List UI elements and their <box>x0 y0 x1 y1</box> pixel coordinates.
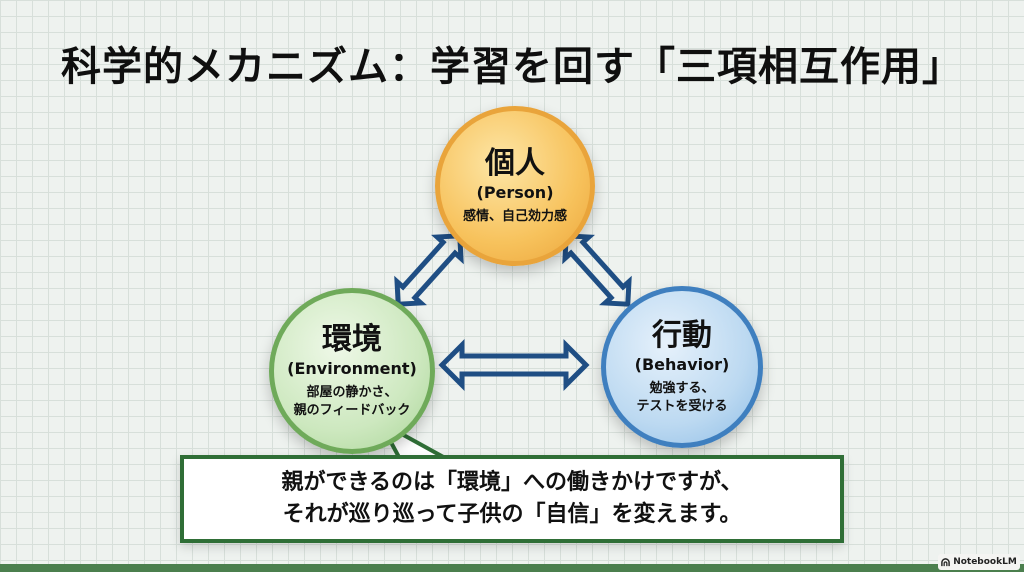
node-environment-desc-2: 親のフィードバック <box>293 403 411 418</box>
bottom-bar <box>0 564 1024 572</box>
node-behavior-desc-1: 勉強する、 <box>649 381 715 396</box>
callout-line-2: それが巡り巡って子供の「自信」を変えます。 <box>282 502 742 527</box>
node-person: 個人 (Person) 感情、自己効力感 <box>435 106 595 266</box>
notebooklm-icon <box>941 557 951 566</box>
callout-box: 親ができるのは「環境」への働きかけですが、 それが巡り巡って子供の「自信」を変え… <box>180 455 844 543</box>
callout-line-1: 親ができるのは「環境」への働きかけですが、 <box>281 470 743 495</box>
node-behavior-desc-2: テストを受ける <box>636 399 728 414</box>
node-person-desc: 感情、自己効力感 <box>462 209 567 224</box>
node-environment-en: (Environment) <box>287 359 417 378</box>
node-behavior: 行動 (Behavior) 勉強する、 テストを受ける <box>601 286 763 448</box>
node-behavior-name: 行動 <box>652 318 712 353</box>
node-environment-desc-1: 部屋の静かさ、 <box>306 385 398 400</box>
arrow-environment-behavior <box>438 338 590 392</box>
node-person-en: (Person) <box>476 183 554 202</box>
node-behavior-en: (Behavior) <box>634 355 730 374</box>
node-environment: 環境 (Environment) 部屋の静かさ、 親のフィードバック <box>269 288 435 454</box>
page-title: 科学的メカニズム：学習を回す「三項相互作用」 <box>61 44 963 90</box>
node-environment-name: 環境 <box>322 322 382 357</box>
notebooklm-badge: NotebookLM <box>938 554 1020 570</box>
node-person-name: 個人 <box>485 146 545 181</box>
notebooklm-label: NotebookLM <box>953 557 1017 567</box>
